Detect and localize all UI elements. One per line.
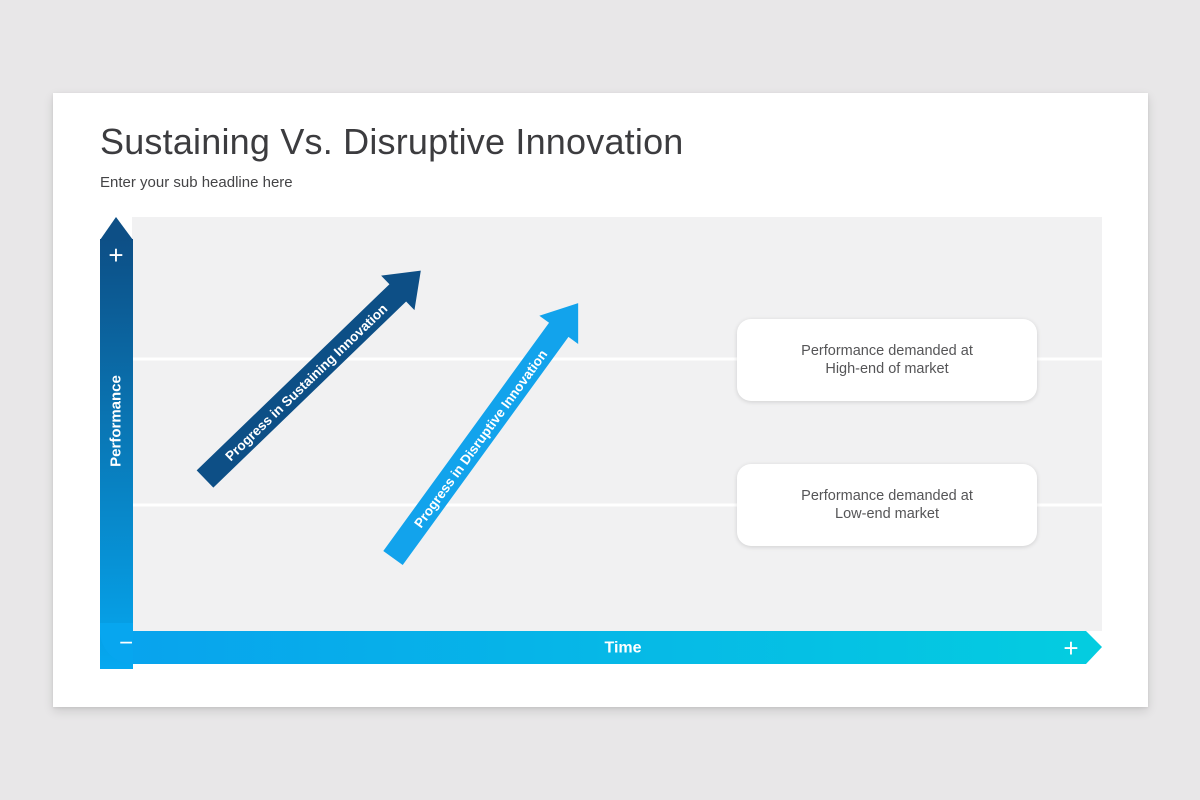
- performance-plus-sign: +: [108, 240, 123, 270]
- high-end-callout-line1: Performance demanded at: [801, 343, 973, 359]
- low-end-callout: Performance demanded at Low-end market: [737, 464, 1037, 546]
- performance-axis-label: Performance: [108, 375, 125, 467]
- performance-axis-arrowhead: [100, 217, 133, 240]
- time-axis-label: Time: [604, 640, 641, 657]
- high-end-callout-line2: High-end of market: [825, 361, 949, 377]
- time-axis: [100, 631, 1102, 664]
- axis-corner: [100, 623, 133, 664]
- time-plus-sign: +: [1063, 633, 1078, 663]
- low-end-callout-line2: Low-end market: [835, 506, 939, 522]
- chart-panel: [132, 217, 1102, 631]
- slide: Sustaining Vs. Disruptive Innovation Ent…: [53, 93, 1148, 707]
- time-minus-sign: −: [119, 630, 133, 657]
- low-end-callout-line1: Performance demanded at: [801, 488, 973, 504]
- performance-axis: [100, 239, 133, 669]
- slide-subtitle: Enter your sub headline here: [100, 174, 293, 191]
- innovation-diagram: Performance Time + − + Progress in Susta…: [100, 217, 1102, 669]
- high-end-callout: Performance demanded at High-end of mark…: [737, 319, 1037, 401]
- slide-title: Sustaining Vs. Disruptive Innovation: [100, 121, 684, 162]
